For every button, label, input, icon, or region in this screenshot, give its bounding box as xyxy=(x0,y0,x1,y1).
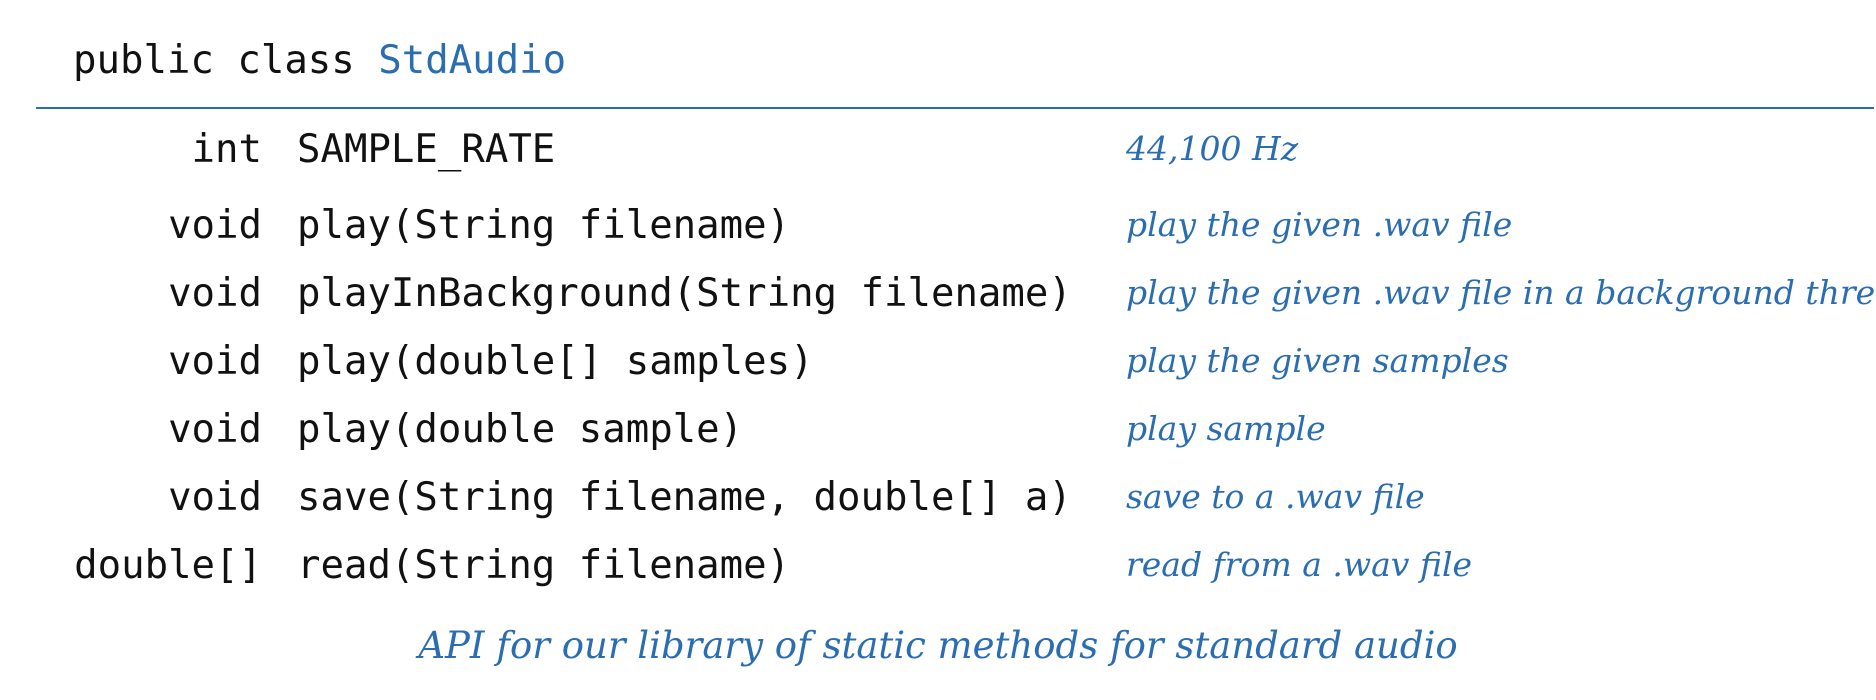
return-type: void xyxy=(168,475,262,520)
method-signature: save(String filename, double[] a) xyxy=(297,475,1072,520)
method-signature: play(String filename) xyxy=(297,203,791,248)
method-signature: play(double[] samples) xyxy=(297,339,814,384)
figure-caption: API for our library of static methods fo… xyxy=(418,624,1458,667)
api-row: void play(double sample) play sample xyxy=(0,407,1876,467)
header-divider xyxy=(36,107,1874,109)
method-signature: read(String filename) xyxy=(297,543,791,588)
return-type: double[] xyxy=(74,543,262,588)
method-description: 44,100 Hz xyxy=(1126,129,1299,168)
return-type: int xyxy=(191,127,262,172)
method-signature: playInBackground(String filename) xyxy=(297,271,1072,316)
api-row: void play(double[] samples) play the giv… xyxy=(0,339,1876,399)
class-prefix: public class xyxy=(73,38,379,83)
method-description: play the given .wav file in a background… xyxy=(1126,273,1876,312)
api-row: double[] read(String filename) read from… xyxy=(0,543,1876,603)
method-description: play the given samples xyxy=(1126,341,1509,380)
return-type: void xyxy=(168,339,262,384)
return-type: void xyxy=(168,271,262,316)
method-description: save to a .wav file xyxy=(1126,477,1425,516)
method-description: play sample xyxy=(1126,409,1326,448)
return-type: void xyxy=(168,407,262,452)
class-name: StdAudio xyxy=(378,38,567,83)
method-signature: SAMPLE_RATE xyxy=(297,127,556,172)
method-description: play the given .wav file xyxy=(1126,205,1513,244)
api-row: int SAMPLE_RATE 44,100 Hz xyxy=(0,127,1876,187)
api-row: void playInBackground(String filename) p… xyxy=(0,271,1876,331)
return-type: void xyxy=(168,203,262,248)
api-row: void save(String filename, double[] a) s… xyxy=(0,475,1876,535)
method-signature: play(double sample) xyxy=(297,407,744,452)
method-description: read from a .wav file xyxy=(1126,545,1473,584)
class-declaration: public class StdAudio xyxy=(73,38,566,83)
api-row: void play(String filename) play the give… xyxy=(0,203,1876,263)
